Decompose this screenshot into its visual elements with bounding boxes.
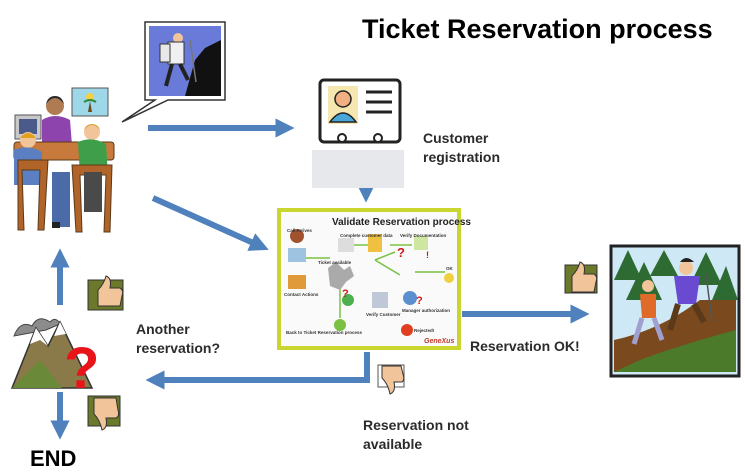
label-line: Reservation not [363,417,469,433]
customer-registration-label: Customer registration [423,129,500,167]
svg-text:?: ? [416,295,423,307]
mountain-question-icon: ? [10,318,99,401]
end-label: END [30,446,77,471]
reservation-ok-label: Reservation OK! [470,338,580,354]
arrow-meeting-to-validate [151,195,269,251]
label-line: Customer [423,130,489,146]
flow-arrows [50,118,590,440]
thumbs-down-icon [87,395,121,431]
validate-process-image: ? ? ? ! [277,208,461,350]
svg-text:?: ? [397,245,405,260]
thumbs-up-icon-ok [564,261,598,294]
hikers-forest-illustration [609,244,741,378]
label-line: available [363,436,423,452]
not-available-label: Reservation not available [363,416,469,454]
svg-text:!: ! [426,250,429,260]
svg-text:?: ? [64,336,99,401]
another-reservation-label: Another reservation? [136,320,220,358]
arrow-validate-to-another [145,352,370,390]
id-card-icon [312,78,404,188]
label-line: reservation? [136,340,221,356]
hiker-thought-bubble [121,21,226,123]
thumbs-up-icon [87,275,124,311]
office-meeting-illustration [8,85,120,243]
page-title: Ticket Reservation process [362,14,713,44]
svg-text:?: ? [342,288,349,300]
thumbs-down-icon-not-available [377,364,405,395]
label-line: Another [136,321,190,337]
label-line: registration [423,149,501,165]
